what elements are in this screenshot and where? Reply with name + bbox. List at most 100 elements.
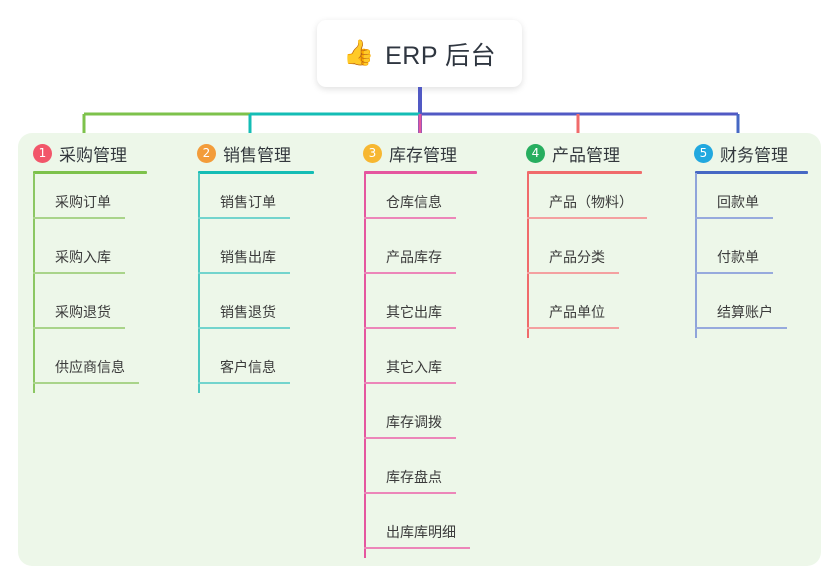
column-3: 3 库存管理仓库信息产品库存其它出库其它入库库存调拨库存盘点出库库明细 (348, 133, 477, 558)
column-4: 4 产品管理产品（物料） 产品分类产品单位 (511, 133, 647, 338)
list-item[interactable]: 结算账户 (695, 283, 788, 338)
item-connector-stem (198, 228, 200, 283)
item-label: 销售订单 (220, 194, 276, 210)
column-badge-icon: 5 (694, 143, 713, 163)
column-badge-icon: 1 (33, 143, 52, 163)
column-item-list-5: 回款单付款单结算账户 (695, 173, 788, 338)
item-connector-stem (198, 173, 200, 228)
list-item[interactable]: 库存调拨 (364, 393, 457, 448)
column-item-list-3: 仓库信息产品库存其它出库其它入库库存调拨库存盘点出库库明细 (364, 173, 470, 558)
item-label: 产品分类 (549, 249, 605, 265)
list-item[interactable]: 出库库明细 (364, 503, 470, 558)
item-connector-stem (364, 503, 366, 558)
item-connector-stem (198, 338, 200, 393)
column-title: 库存管理 (389, 145, 457, 165)
item-label: 库存盘点 (386, 469, 442, 485)
column-header-5[interactable]: 5 财务管理 (679, 133, 808, 174)
list-item[interactable]: 销售退货 (198, 283, 291, 338)
column-title: 销售管理 (223, 145, 291, 165)
list-item[interactable]: 付款单 (695, 228, 788, 283)
item-label: 销售出库 (220, 249, 276, 265)
item-underline (364, 382, 456, 384)
item-underline (364, 217, 456, 219)
item-underline (364, 437, 456, 439)
list-item[interactable]: 销售订单 (198, 173, 291, 228)
column-underline (33, 171, 147, 174)
column-title: 财务管理 (720, 145, 788, 165)
list-item[interactable]: 客户信息 (198, 338, 291, 393)
list-item[interactable]: 仓库信息 (364, 173, 457, 228)
item-connector-stem (695, 173, 697, 228)
list-item[interactable]: 其它入库 (364, 338, 457, 393)
list-item[interactable]: 产品单位 (527, 283, 620, 338)
item-connector-stem (695, 228, 697, 283)
item-connector-stem (364, 173, 366, 228)
item-connector-stem (527, 228, 529, 283)
item-connector-stem (695, 283, 697, 338)
item-label: 采购入库 (55, 249, 111, 265)
root-node-title: ERP 后台 (385, 41, 497, 70)
list-item[interactable]: 产品分类 (527, 228, 620, 283)
item-connector-stem (33, 283, 35, 338)
item-underline (364, 492, 456, 494)
column-badge-icon: 3 (363, 143, 382, 163)
list-item[interactable]: 采购退货 (33, 283, 127, 338)
item-underline (198, 272, 290, 274)
item-connector-stem (198, 283, 200, 338)
list-item[interactable]: 供应商信息 (33, 338, 139, 393)
item-connector-stem (364, 448, 366, 503)
item-underline (695, 327, 787, 329)
item-underline (527, 272, 619, 274)
item-underline (198, 327, 290, 329)
list-item[interactable]: 产品（物料） (527, 173, 647, 228)
item-label: 产品库存 (386, 249, 442, 265)
root-node-card[interactable]: 👍 ERP 后台 (317, 20, 522, 87)
item-connector-stem (33, 173, 35, 228)
column-header-4[interactable]: 4 产品管理 (511, 133, 642, 174)
list-item[interactable]: 库存盘点 (364, 448, 457, 503)
item-label: 回款单 (717, 194, 759, 210)
thumbs-up-icon: 👍 (342, 39, 375, 67)
list-item[interactable]: 产品库存 (364, 228, 457, 283)
column-underline (527, 171, 642, 174)
list-item[interactable]: 采购入库 (33, 228, 127, 283)
column-item-list-4: 产品（物料） 产品分类产品单位 (527, 173, 647, 338)
list-item[interactable]: 销售出库 (198, 228, 291, 283)
item-underline (527, 217, 647, 219)
column-underline (198, 171, 314, 174)
item-connector-stem (364, 228, 366, 283)
item-label: 结算账户 (717, 304, 773, 320)
item-underline (364, 272, 456, 274)
list-item[interactable]: 其它出库 (364, 283, 457, 338)
list-item[interactable]: 采购订单 (33, 173, 127, 228)
column-underline (695, 171, 808, 174)
column-badge-icon: 4 (526, 143, 545, 163)
item-underline (198, 217, 290, 219)
item-connector-stem (33, 228, 35, 283)
item-label: 客户信息 (220, 359, 276, 375)
item-connector-stem (364, 338, 366, 393)
item-label: 其它出库 (386, 304, 442, 320)
item-underline (33, 327, 125, 329)
column-item-list-1: 采购订单采购入库采购退货供应商信息 (33, 173, 139, 393)
item-label: 付款单 (717, 249, 759, 265)
column-underline (364, 171, 477, 174)
item-label: 产品单位 (549, 304, 605, 320)
item-connector-stem (527, 283, 529, 338)
column-header-3[interactable]: 3 库存管理 (348, 133, 477, 174)
item-connector-stem (33, 338, 35, 393)
item-underline (364, 547, 470, 549)
list-item[interactable]: 回款单 (695, 173, 788, 228)
column-title: 产品管理 (552, 145, 620, 165)
column-5: 5 财务管理回款单付款单结算账户 (679, 133, 808, 338)
item-underline (198, 382, 290, 384)
item-label: 仓库信息 (386, 194, 442, 210)
item-underline (33, 272, 125, 274)
item-label: 采购退货 (55, 304, 111, 320)
item-underline (527, 327, 619, 329)
item-connector-stem (364, 283, 366, 338)
